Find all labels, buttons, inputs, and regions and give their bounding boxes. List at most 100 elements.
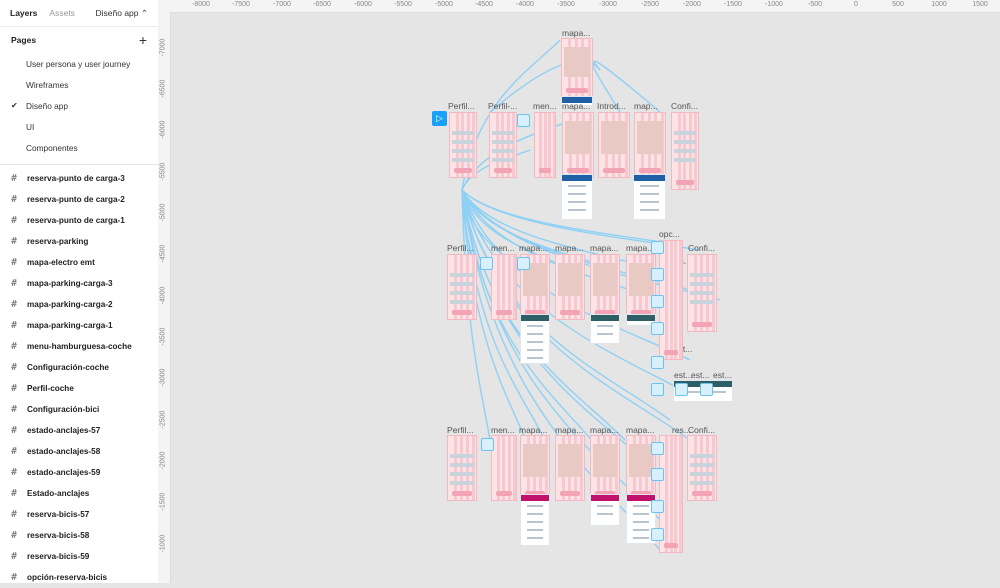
screen-frame[interactable] — [598, 112, 630, 178]
layer-item[interactable]: #Estado-anclajes — [0, 483, 158, 504]
screen-frame[interactable] — [562, 112, 594, 178]
design-canvas[interactable]: mapa... Perfil... Perfil-... men... mapa... I… — [171, 13, 1000, 583]
screen-frame[interactable] — [489, 112, 517, 178]
layer-item[interactable]: #mapa-electro emt — [0, 252, 158, 273]
frame-title[interactable]: men... — [491, 243, 515, 253]
tab-assets[interactable]: Assets — [49, 8, 75, 18]
layer-item[interactable]: #reserva-bicis-59 — [0, 546, 158, 567]
frame-title[interactable]: mapa... — [562, 101, 591, 111]
bottom-sheet[interactable] — [520, 314, 550, 364]
frame-title[interactable]: mapa... — [519, 243, 548, 253]
tab-layers[interactable]: Layers — [10, 8, 38, 18]
layer-item[interactable]: #reserva-parking — [0, 231, 158, 252]
bottom-sheet[interactable] — [626, 314, 656, 326]
component-icon[interactable] — [651, 468, 664, 481]
frame-title[interactable]: mapa... — [562, 28, 591, 38]
frame-title[interactable]: mapa... — [626, 425, 655, 435]
screen-frame[interactable] — [491, 435, 517, 501]
add-page-icon[interactable]: + — [138, 32, 147, 48]
component-icon[interactable] — [651, 383, 664, 396]
screen-frame[interactable] — [687, 435, 717, 501]
layer-item[interactable]: #reserva-punto de carga-1 — [0, 210, 158, 231]
layer-item[interactable]: #estado-anclajes-58 — [0, 441, 158, 462]
frame-title[interactable]: Confi... — [688, 243, 715, 253]
frame-title[interactable]: Perfil-... — [488, 101, 518, 111]
play-icon[interactable]: ▷ — [432, 111, 447, 126]
component-icon[interactable] — [517, 257, 530, 270]
component-icon[interactable] — [651, 528, 664, 541]
page-item[interactable]: Wireframes — [0, 74, 158, 95]
layer-item[interactable]: #Configuración-coche — [0, 357, 158, 378]
screen-frame[interactable] — [671, 112, 699, 190]
screen-frame[interactable] — [491, 254, 517, 320]
frame-title[interactable]: mapa... — [590, 425, 619, 435]
bottom-sheet[interactable] — [561, 174, 593, 220]
layer-item[interactable]: #reserva-punto de carga-2 — [0, 189, 158, 210]
screen-frame[interactable] — [590, 254, 620, 320]
bottom-sheet[interactable] — [561, 96, 593, 106]
layer-item[interactable]: #estado-anclajes-59 — [0, 462, 158, 483]
screen-frame[interactable] — [449, 112, 477, 178]
screen-frame[interactable] — [687, 254, 717, 332]
frame-title[interactable]: Confi... — [688, 425, 715, 435]
layer-item[interactable]: #mapa-parking-carga-3 — [0, 273, 158, 294]
component-icon[interactable] — [675, 383, 688, 396]
frame-title[interactable]: mapa... — [519, 425, 548, 435]
frame-title[interactable]: mapa... — [555, 425, 584, 435]
frame-title[interactable]: Introd... — [597, 101, 626, 111]
frame-title[interactable]: Perfil... — [447, 243, 474, 253]
frame-title[interactable]: mapa... — [590, 243, 619, 253]
bottom-sheet[interactable] — [626, 494, 656, 544]
screen-frame[interactable] — [634, 112, 666, 178]
frame-title[interactable]: mapa... — [555, 243, 584, 253]
layer-item[interactable]: #reserva-bicis-57 — [0, 504, 158, 525]
page-item[interactable]: Componentes — [0, 137, 158, 158]
frame-title[interactable]: est... — [713, 370, 732, 380]
frame-title[interactable]: Perfil... — [447, 425, 474, 435]
screen-frame[interactable] — [447, 435, 477, 501]
bottom-sheet[interactable] — [590, 494, 620, 526]
component-icon[interactable] — [651, 322, 664, 335]
screen-frame[interactable] — [590, 435, 620, 501]
screen-frame[interactable] — [561, 38, 593, 98]
screen-frame[interactable] — [626, 254, 656, 320]
frame-title[interactable]: opc... — [659, 229, 680, 239]
frame-title[interactable]: men... — [491, 425, 515, 435]
frame-title[interactable]: est... — [674, 370, 693, 380]
frame-title[interactable]: res... — [672, 425, 691, 435]
component-icon[interactable] — [480, 257, 493, 270]
frame-title[interactable]: Confi... — [671, 101, 698, 111]
screen-frame[interactable] — [555, 254, 585, 320]
page-item[interactable]: ✔Diseño app — [0, 95, 158, 116]
frame-title[interactable]: map... — [634, 101, 658, 111]
layer-item[interactable]: #menu-hamburguesa-coche — [0, 336, 158, 357]
component-icon[interactable] — [651, 500, 664, 513]
frame-title[interactable]: mapa... — [626, 243, 655, 253]
component-icon[interactable] — [517, 114, 530, 127]
screen-frame[interactable] — [447, 254, 477, 320]
layer-item[interactable]: #Configuración-bici — [0, 399, 158, 420]
component-icon[interactable] — [481, 438, 494, 451]
screen-frame[interactable] — [534, 112, 556, 178]
page-item[interactable]: User persona y user journey — [0, 53, 158, 74]
component-icon[interactable] — [651, 241, 664, 254]
bottom-sheet[interactable] — [633, 174, 666, 220]
bottom-sheet[interactable] — [520, 494, 550, 546]
layer-item[interactable]: #opción-reserva-bicis — [0, 567, 158, 588]
layer-item[interactable]: #mapa-parking-carga-1 — [0, 315, 158, 336]
screen-frame[interactable] — [555, 435, 585, 501]
frame-title[interactable]: est... — [691, 370, 710, 380]
layer-item[interactable]: #estado-anclajes-57 — [0, 420, 158, 441]
frame-title[interactable]: men... — [533, 101, 557, 111]
layer-item[interactable]: #reserva-punto de carga-3 — [0, 168, 158, 189]
page-item[interactable]: UI — [0, 116, 158, 137]
component-icon[interactable] — [651, 356, 664, 369]
component-icon[interactable] — [651, 268, 664, 281]
page-selector[interactable]: Diseño app ⌃ — [95, 7, 149, 18]
layer-item[interactable]: #reserva-bicis-58 — [0, 525, 158, 546]
screen-frame[interactable] — [520, 435, 550, 501]
component-icon[interactable] — [651, 295, 664, 308]
bottom-sheet[interactable] — [590, 314, 620, 344]
layer-item[interactable]: #Perfil-coche — [0, 378, 158, 399]
component-icon[interactable] — [700, 383, 713, 396]
